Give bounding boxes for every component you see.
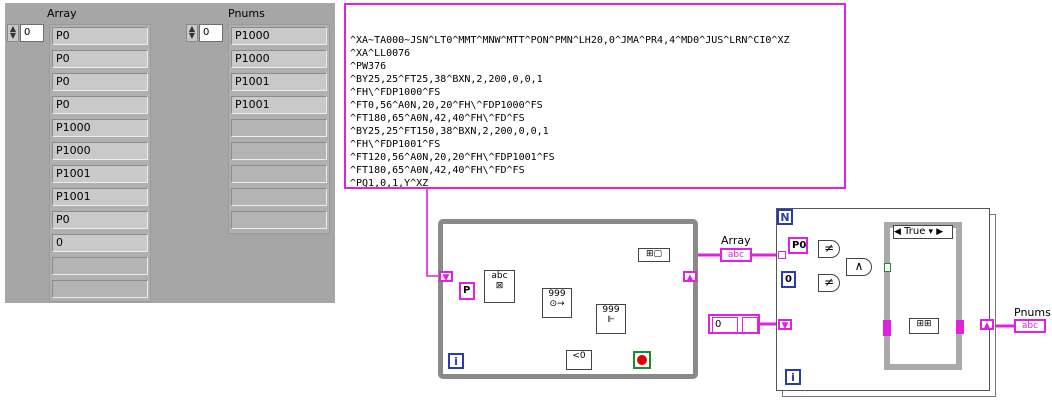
not-equal-symbol-2: ≠ (823, 275, 835, 289)
loop-iteration-terminal: i (448, 353, 464, 369)
zpl-line: ^FH\^FDP1000^FS (350, 87, 441, 98)
case-tunnel-in (883, 320, 891, 336)
array-cell[interactable]: P0 (52, 211, 148, 229)
pnums-cell[interactable] (231, 211, 327, 229)
case-selector-label: True (904, 226, 926, 237)
array-cell[interactable]: P0 (52, 50, 148, 68)
zpl-line: ^FT180,65^A0N,42,40^FH\^FD^FS (350, 165, 525, 176)
scan-string-node[interactable]: 999⊙→ (542, 288, 572, 318)
array-cell[interactable]: P1001 (52, 165, 148, 183)
array-wire-label: Array (721, 234, 751, 247)
pnums-terminal[interactable]: abc (1014, 319, 1046, 333)
zpl-line: ^FT0,56^A0N,20,20^FH\^FDP1000^FS (350, 100, 543, 111)
zpl-line: ^BY25,25^FT25,38^BXN,2,200,0,0,1 (350, 74, 543, 85)
array-cell[interactable] (52, 280, 148, 298)
pnums-wire-label: Pnums (1014, 306, 1051, 319)
empty-array-constant[interactable]: 0 (708, 314, 760, 334)
loop-iteration-terminal-2: i (785, 369, 801, 385)
pnums-cell[interactable] (231, 165, 327, 183)
and-symbol: ∧ (854, 259, 864, 273)
empty-array-index: 0 (712, 317, 738, 333)
array-cell[interactable]: P0 (52, 27, 148, 45)
pnums-cell[interactable]: P1001 (231, 96, 327, 114)
array-label: Array (47, 7, 77, 20)
shift-register-right-1[interactable]: ▲ (683, 271, 697, 283)
case-dropdown-icon[interactable]: ▾ (928, 227, 934, 237)
not-equal-node-2[interactable]: ≠ (818, 274, 840, 292)
pnums-cell[interactable] (231, 119, 327, 137)
format-string-node[interactable]: 999⊩ (596, 304, 626, 334)
stop-icon (637, 355, 647, 365)
zpl-line: ^BY25,25^FT150,38^BXN,2,200,0,0,1 (350, 126, 549, 137)
case-left-arrow[interactable]: ◀ (894, 227, 901, 237)
zpl-line: ^FT180,65^A0N,42,40^FH\^FD^FS (350, 113, 525, 124)
pnums-cell[interactable]: P1000 (231, 50, 327, 68)
array-cell[interactable]: P0 (52, 73, 148, 91)
zpl-line: ^XA^LL0076 (350, 48, 411, 59)
not-equal-symbol-1: ≠ (823, 241, 835, 255)
case-selector[interactable]: ◀ True ▾ ▶ (893, 225, 953, 239)
zero-constant[interactable]: 0 (781, 271, 796, 288)
pnums-index-spinner[interactable]: ▲▼ (186, 24, 198, 42)
pnums-index-input[interactable]: 0 (199, 24, 223, 42)
p0-string-constant[interactable]: P0 (788, 237, 808, 254)
array-terminal[interactable]: abc (720, 248, 752, 262)
case-structure[interactable] (884, 222, 962, 370)
build-array-node[interactable]: ⊞▢ (638, 248, 670, 262)
pnums-cell[interactable]: P1000 (231, 27, 327, 45)
case-tunnel-out (956, 320, 964, 334)
array-cell[interactable]: P1000 (52, 119, 148, 137)
zpl-string-constant[interactable]: ^XA~TA000~JSN^LT0^MMT^MNW^MTT^PON^PMN^LH… (344, 3, 846, 189)
pnums-label: Pnums (228, 7, 265, 20)
array-cell[interactable]: P0 (52, 96, 148, 114)
zpl-line: ^FT120,56^A0N,20,20^FH\^FDP1001^FS (350, 152, 555, 163)
shift-register-left-2[interactable]: ▼ (778, 319, 792, 331)
shift-register-right-2[interactable]: ▲ (980, 319, 994, 331)
array-index-spinner[interactable]: ▲▼ (7, 24, 19, 42)
zpl-line: ^PQ1,0,1,Y^XZ (350, 178, 429, 189)
pnums-cell[interactable] (231, 142, 327, 160)
zpl-lines: ^XA~TA000~JSN^LT0^MMT^MNW^MTT^PON^PMN^LH… (350, 34, 840, 189)
array-cell[interactable]: P1000 (52, 142, 148, 160)
wire-string-in (426, 189, 440, 277)
stop-terminal[interactable] (633, 351, 651, 369)
match-pattern-node[interactable]: abc⊠ (484, 270, 515, 303)
shift-register-left-1[interactable]: ▼ (439, 271, 453, 283)
case-right-arrow[interactable]: ▶ (936, 227, 944, 237)
and-node[interactable]: ∧ (846, 258, 872, 276)
p-string-constant[interactable]: P (459, 282, 475, 300)
array-cell[interactable] (52, 257, 148, 275)
zpl-line: ^PW376 (350, 61, 387, 72)
loop-count-terminal: N (777, 209, 793, 225)
not-equal-node-1[interactable]: ≠ (818, 240, 840, 258)
array-cell[interactable]: P1001 (52, 188, 148, 206)
pnums-cell[interactable]: P1001 (231, 73, 327, 91)
less-than-zero-label: <0 (572, 351, 586, 361)
array-elements-frame (49, 24, 151, 302)
pnums-cell[interactable] (231, 188, 327, 206)
case-selector-terminal (884, 263, 891, 272)
array-index-tunnel (778, 251, 786, 259)
zpl-line: ^FH\^FDP1001^FS (350, 139, 441, 150)
build-array-node-2[interactable]: ⊞⊞ (909, 318, 939, 334)
pnums-terminal-label: abc (1021, 321, 1039, 331)
less-than-zero-node[interactable]: <0 (566, 350, 592, 370)
array-index-input[interactable]: 0 (20, 24, 44, 42)
array-terminal-label: abc (727, 250, 745, 260)
zpl-line: ^XA~TA000~JSN^LT0^MMT^MNW^MTT^PON^PMN^LH… (350, 35, 790, 46)
empty-array-element (742, 317, 758, 333)
array-cell[interactable]: 0 (52, 234, 148, 252)
